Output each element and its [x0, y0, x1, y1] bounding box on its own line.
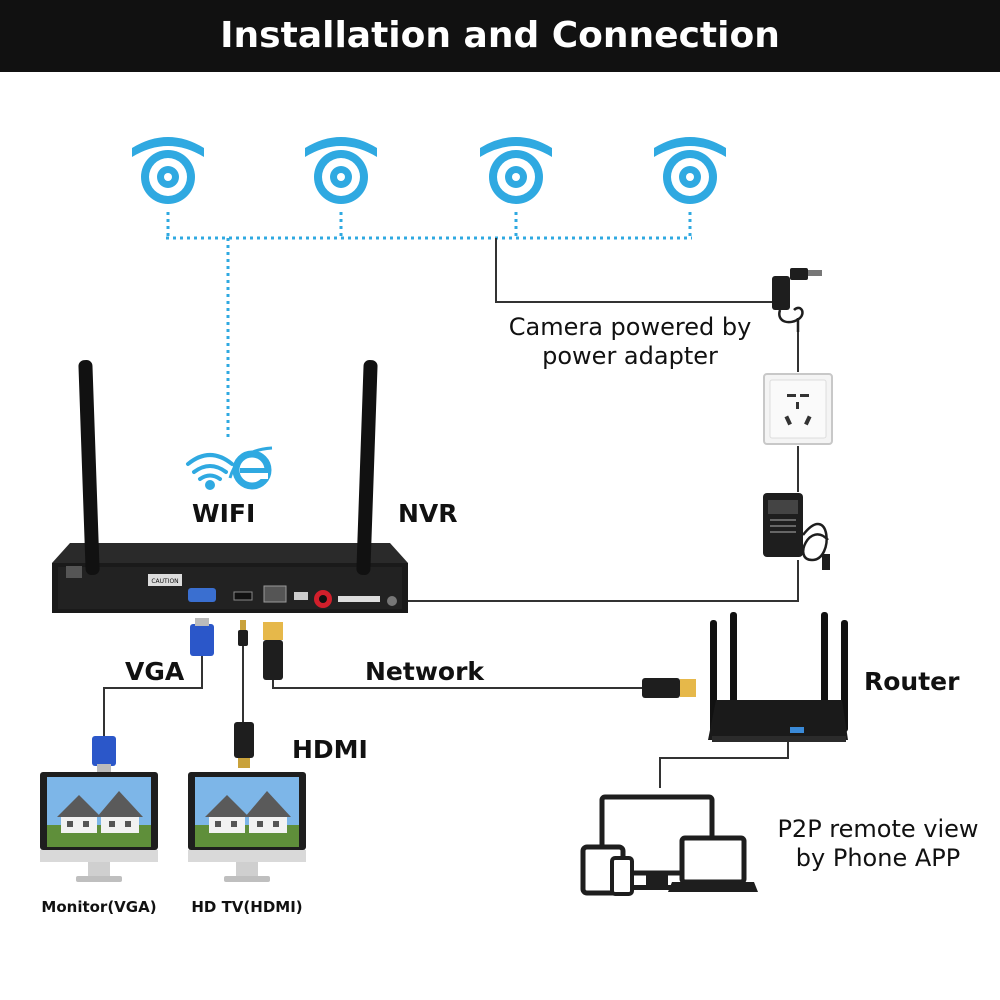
mobile-devices: [580, 794, 758, 896]
camera-2: [305, 137, 377, 204]
dome-camera-icon: [654, 137, 726, 204]
camera-3: [480, 137, 552, 204]
camera-power-wire: [495, 238, 772, 303]
hdmi-cable: [234, 620, 254, 768]
camera-power-line1: Camera powered by: [508, 313, 752, 341]
router-device-wire: [659, 742, 789, 788]
power-adapter-icon: [763, 493, 830, 570]
nvr-label: NVR: [398, 499, 458, 528]
vga-plug-icon: [92, 736, 116, 772]
laptop-icon: [668, 835, 758, 892]
hdmi-plug-icon: [234, 722, 254, 768]
vga-plug-icon: [190, 618, 214, 656]
dome-camera-icon: [480, 137, 552, 204]
router-icon: [708, 612, 848, 742]
wall-socket-icon: [763, 373, 833, 445]
hdmi-label: HDMI: [292, 735, 368, 764]
p2p-caption: P2P remote view by Phone APP: [758, 815, 998, 873]
p2p-line2: by Phone APP: [795, 844, 961, 872]
router-label: Router: [864, 667, 960, 696]
wifi-icon: [186, 453, 234, 490]
camera-1: [132, 137, 204, 204]
page-title: Installation and Connection: [220, 15, 780, 56]
camera-power-caption: Camera powered by power adapter: [480, 313, 780, 371]
nvr-recorder: CAUTION: [52, 360, 408, 613]
camera-power-line2: power adapter: [542, 342, 718, 370]
power-adapter-top: [772, 268, 822, 332]
ie-browser-icon: [228, 446, 273, 490]
wall-socket: [763, 373, 833, 445]
monitor-vga-label: Monitor(VGA): [41, 898, 157, 916]
hdmi-plug-icon: [238, 620, 248, 646]
tv-icon: [188, 772, 306, 882]
vga-cable: [92, 618, 214, 772]
wifi-label: WIFI: [192, 499, 256, 528]
nvr-power-wire: [392, 560, 799, 602]
vga-label: VGA: [125, 657, 185, 686]
camera-4: [654, 137, 726, 204]
hd-tv-hdmi-label: HD TV(HDMI): [191, 898, 303, 916]
wifi-link-lines: [166, 212, 692, 440]
rj45-plug-icon: [642, 678, 696, 698]
header-bar: Installation and Connection: [0, 0, 1000, 72]
network-label: Network: [365, 657, 485, 686]
monitor-icon: [40, 772, 158, 882]
rj45-plug-icon: [263, 622, 283, 680]
monitor-vga: [40, 772, 158, 882]
p2p-line1: P2P remote view: [777, 815, 979, 843]
dome-camera-icon: [132, 137, 204, 204]
hd-tv-hdmi: [188, 772, 306, 882]
network-cable: [263, 622, 696, 698]
nvr-recorder-icon: CAUTION: [52, 360, 408, 613]
dome-camera-icon: [305, 137, 377, 204]
phone-icon: [610, 856, 634, 896]
caution-label: CAUTION: [151, 578, 178, 585]
power-adapter-icon: [772, 268, 822, 332]
power-adapter-bottom: [763, 493, 830, 570]
router: [708, 612, 848, 742]
